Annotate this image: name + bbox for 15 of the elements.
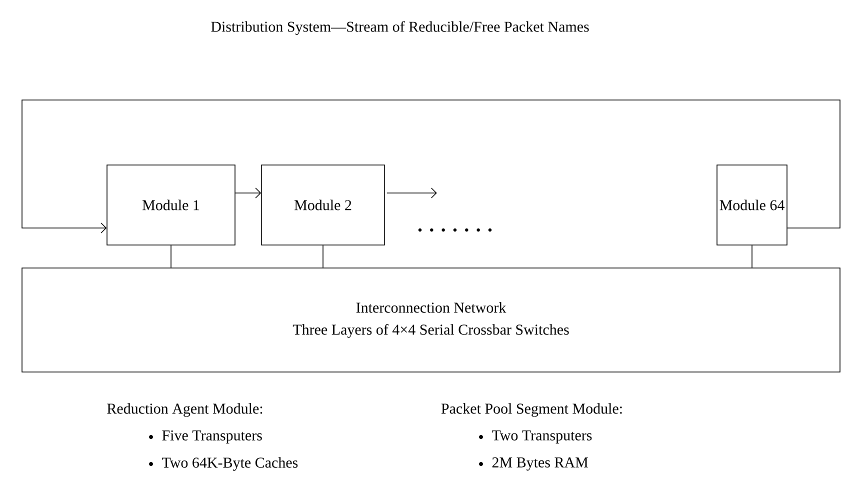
heading: Reduction Agent Module: — [107, 403, 262, 417]
arrow — [235, 188, 262, 198]
bullet-item: Two Transputers — [492, 430, 592, 444]
title: Distribution System—Stream of Reducible/Free Packet Names — [211, 21, 589, 35]
module-box: Module 1 — [106, 164, 236, 246]
bullet-item: Five Transputers — [162, 430, 262, 444]
arrow — [386, 188, 437, 198]
bullet-item: Two 64K-Byte Caches — [162, 457, 298, 471]
bullet-item: 2M Bytes RAM — [492, 457, 588, 471]
arrow — [22, 100, 840, 234]
heading: Packet Pool Segment Module: — [441, 403, 622, 417]
module-box: Module 2 — [261, 164, 385, 246]
module-box: Module 64 — [716, 164, 788, 246]
ellipsis: . . . . . . . — [418, 228, 492, 232]
network-box: Interconnection Network Three Layers of 4×4 Serial Crossbar Switches — [22, 268, 840, 372]
